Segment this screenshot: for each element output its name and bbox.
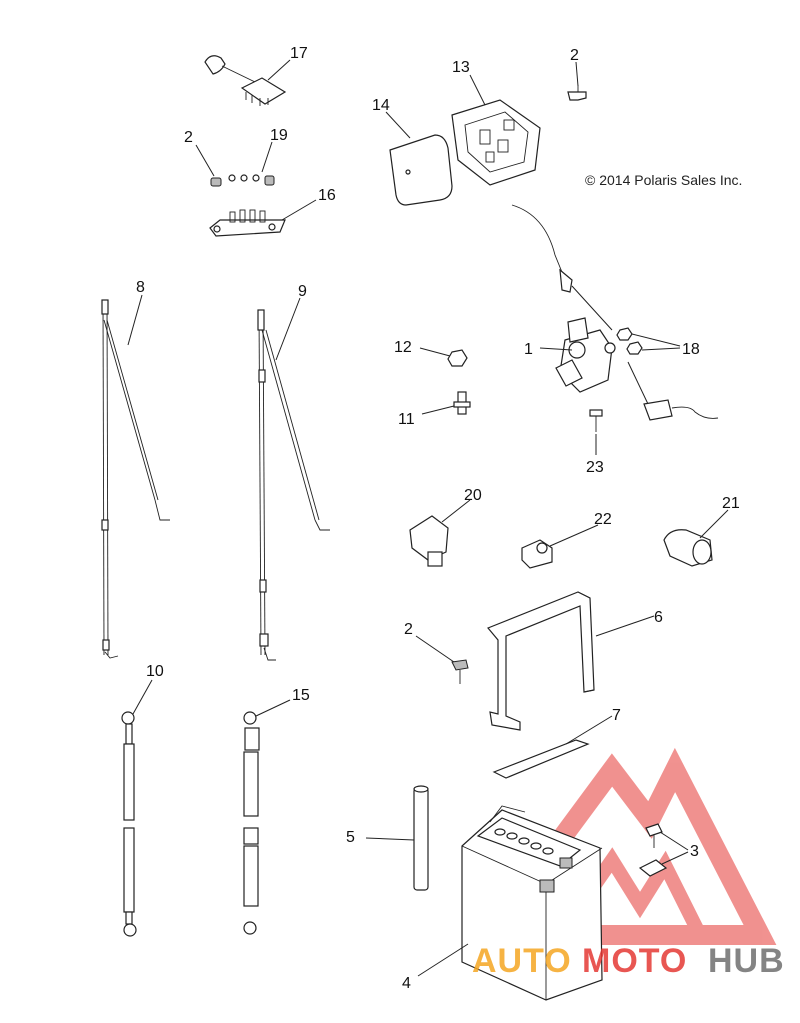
leader-1 bbox=[539, 347, 573, 351]
leader-2b bbox=[575, 61, 579, 87]
callout-10: 10 bbox=[146, 663, 164, 680]
callout-23: 23 bbox=[586, 459, 604, 476]
part-2-screw-middle bbox=[451, 659, 469, 684]
part-15-cable bbox=[243, 711, 260, 935]
leader-20 bbox=[441, 499, 471, 523]
part-8-cable bbox=[101, 299, 170, 659]
callout-20: 20 bbox=[464, 487, 482, 504]
leader-12 bbox=[419, 347, 451, 357]
callout-7: 7 bbox=[612, 707, 621, 724]
leader-17 bbox=[267, 59, 291, 81]
callout-18: 18 bbox=[682, 341, 700, 358]
watermark-hub: HUB bbox=[708, 942, 785, 980]
part-12-nut bbox=[447, 349, 468, 367]
leader-22 bbox=[549, 524, 599, 547]
part-5-vent-tube bbox=[413, 785, 429, 891]
part-9-cable bbox=[257, 309, 330, 661]
leader-13 bbox=[469, 74, 486, 106]
part-7-pad bbox=[492, 739, 590, 779]
watermark-text: AUTO MOTO HUB bbox=[472, 942, 785, 980]
callout-15: 15 bbox=[292, 687, 310, 704]
part-10-cable bbox=[121, 711, 137, 937]
leader-18b bbox=[641, 347, 681, 351]
part-23-screw bbox=[589, 409, 603, 432]
leader-2c bbox=[415, 635, 455, 663]
callout-6: 6 bbox=[654, 609, 663, 626]
callout-21: 21 bbox=[722, 495, 740, 512]
callout-12: 12 bbox=[394, 339, 412, 356]
callout-9: 9 bbox=[298, 283, 307, 300]
battery-cable-positive bbox=[511, 204, 613, 331]
part-21-elbow-boot bbox=[663, 529, 713, 567]
callout-11: 11 bbox=[398, 411, 415, 428]
leader-14 bbox=[385, 111, 411, 139]
part-14-cover-plate bbox=[389, 134, 453, 206]
part-2-screw-top-left bbox=[210, 174, 275, 187]
leader-9 bbox=[275, 297, 301, 361]
copyright-text: © 2014 Polaris Sales Inc. bbox=[585, 172, 742, 188]
callout-2-top-right: 2 bbox=[570, 47, 579, 64]
leader-16 bbox=[281, 199, 317, 221]
callout-3: 3 bbox=[690, 843, 699, 860]
leader-2a bbox=[195, 144, 215, 177]
callout-8: 8 bbox=[136, 279, 145, 296]
part-3-bolt-nut bbox=[638, 823, 668, 877]
leader-3a bbox=[659, 831, 689, 851]
leader-18a bbox=[631, 333, 681, 347]
leader-15 bbox=[255, 699, 291, 717]
leader-10 bbox=[132, 679, 153, 715]
callout-17: 17 bbox=[290, 45, 308, 62]
part-18-nuts bbox=[616, 327, 643, 355]
part-17-key-tag bbox=[204, 55, 287, 106]
leader-6 bbox=[595, 615, 655, 637]
callout-4: 4 bbox=[402, 975, 411, 992]
leader-3b bbox=[661, 851, 689, 865]
callout-19: 19 bbox=[270, 127, 288, 144]
callout-14: 14 bbox=[372, 97, 390, 114]
leader-11 bbox=[421, 405, 455, 415]
part-16-fuse-block bbox=[209, 209, 286, 237]
callout-22: 22 bbox=[594, 511, 612, 528]
part-20-terminal-boot bbox=[409, 515, 449, 567]
callout-16: 16 bbox=[318, 187, 336, 204]
watermark-moto: MOTO bbox=[582, 942, 687, 980]
part-11-stud bbox=[453, 391, 471, 415]
callout-2-top-left: 2 bbox=[184, 129, 193, 146]
leader-19 bbox=[261, 141, 273, 173]
leader-7 bbox=[565, 715, 613, 745]
part-6-battery-bracket bbox=[487, 591, 595, 731]
part-4-battery bbox=[461, 805, 603, 1001]
callout-13: 13 bbox=[452, 59, 470, 76]
part-1-solenoid bbox=[555, 317, 616, 393]
watermark-auto: AUTO bbox=[472, 942, 572, 980]
callout-5: 5 bbox=[346, 829, 355, 846]
leader-21 bbox=[699, 509, 729, 539]
part-22-terminal-boot bbox=[521, 539, 553, 569]
leader-5 bbox=[365, 837, 415, 841]
callout-2-middle: 2 bbox=[404, 621, 413, 638]
callout-1: 1 bbox=[524, 341, 533, 358]
battery-cable-negative bbox=[627, 361, 719, 421]
part-2-screw-top-right bbox=[567, 85, 587, 101]
leader-8 bbox=[127, 294, 143, 346]
part-13-housing bbox=[451, 99, 541, 186]
leader-4 bbox=[417, 943, 469, 977]
